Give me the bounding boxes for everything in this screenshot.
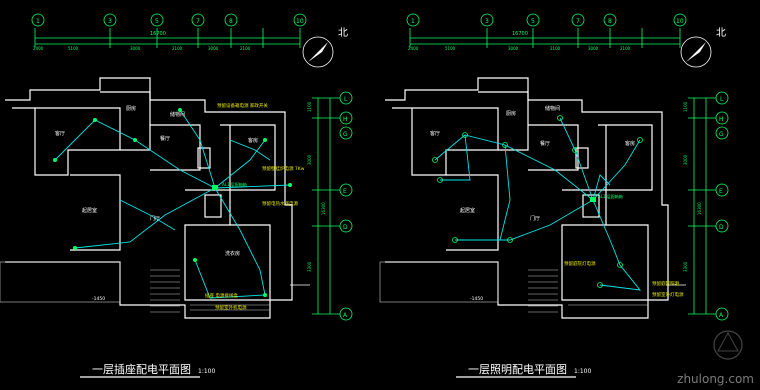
right-axis-10: 10 xyxy=(676,18,684,25)
right-room-family: 起居室 xyxy=(460,207,475,214)
left-side-dim-1: 1100 xyxy=(307,101,312,112)
right-north-arrow xyxy=(680,36,712,68)
left-dim-3: 3000 xyxy=(130,46,141,51)
right-dim-6: 2100 xyxy=(620,46,631,51)
left-axis-1: 1 xyxy=(36,18,40,25)
left-axis-A: A xyxy=(343,312,348,319)
left-note-5: 预留室外机电源 xyxy=(215,304,247,311)
right-axis-E: E xyxy=(719,188,723,195)
left-dim-1: 2400 xyxy=(33,46,44,51)
left-axis-5: 5 xyxy=(155,18,159,25)
left-side-dim-total: 16300 xyxy=(321,202,326,215)
left-dim-4: 2100 xyxy=(172,46,183,51)
right-note-3: 预留庭院照明 xyxy=(652,280,679,287)
left-axis-10: 10 xyxy=(296,18,304,25)
right-room-storage: 储物间 xyxy=(545,105,560,112)
left-room-kitchen: 厨房 xyxy=(126,105,136,112)
right-side-dim-3: 3300 xyxy=(683,261,688,272)
left-dim-6: 2100 xyxy=(240,46,251,51)
left-side-dim-3: 3300 xyxy=(307,261,312,272)
left-room-living: 客厅 xyxy=(55,130,65,137)
right-dim-1: 2400 xyxy=(408,46,419,51)
right-level: -1450 xyxy=(470,296,483,302)
left-axis-G: G xyxy=(343,131,348,138)
left-note-3: 预留电热水器电源 xyxy=(262,200,298,207)
right-room-foyer: 门厅 xyxy=(530,215,540,222)
left-note-2: 预留壁挂炉电源 7Kw xyxy=(262,165,305,172)
left-axis-H: H xyxy=(343,116,348,123)
right-axis-8: 8 xyxy=(608,18,612,25)
right-north-label: 北 xyxy=(716,27,726,39)
right-room-living: 客厅 xyxy=(430,130,440,137)
left-plan: 16700 2400 5100 3000 2100 3000 2100 1 3 … xyxy=(0,13,353,378)
left-north-arrow xyxy=(302,36,334,68)
right-room-kitchen: 厨房 xyxy=(506,110,516,117)
left-room-laundry: 洗衣房 xyxy=(225,250,240,257)
right-axis-L: L xyxy=(720,96,724,103)
right-axis-G: G xyxy=(719,131,724,138)
right-wiring xyxy=(434,117,642,291)
right-axis-H: H xyxy=(719,116,724,123)
right-note-panel: AL1 层配箱箱 xyxy=(598,193,623,199)
right-axis-5: 5 xyxy=(531,18,535,25)
right-axis-D: D xyxy=(719,224,724,231)
right-axis-A: A xyxy=(719,312,724,319)
right-room-dining: 餐厅 xyxy=(540,140,550,147)
left-room-family: 起居室 xyxy=(82,207,97,214)
left-north-label: 北 xyxy=(338,27,348,39)
left-note-1: 预留设备箱电源 家政开关 xyxy=(217,102,268,109)
right-dim-2: 5100 xyxy=(445,46,456,51)
left-plan-scale: 1:100 xyxy=(198,368,215,375)
right-side-dim-2: 3000 xyxy=(683,154,688,165)
left-room-foyer: 门厅 xyxy=(150,215,160,222)
left-note-4: 插座 电源接线盒 xyxy=(205,292,238,299)
right-total-dim: 16700 xyxy=(512,31,528,37)
right-plan-scale: 1:100 xyxy=(574,368,591,375)
left-room-storage: 储物间 xyxy=(170,111,185,118)
left-plan-title: 一层插座配电平面图 xyxy=(92,362,191,376)
left-side-dim-2: 3000 xyxy=(307,154,312,165)
right-axis-7: 7 xyxy=(576,18,580,25)
left-axis-8: 8 xyxy=(229,18,233,25)
left-walls xyxy=(5,77,293,319)
right-axis-1: 1 xyxy=(411,18,415,25)
left-axis-7: 7 xyxy=(196,18,200,25)
right-dim-3: 3000 xyxy=(508,46,519,51)
watermark-logo xyxy=(713,330,743,360)
right-axis-3: 3 xyxy=(485,18,489,25)
left-room-guest: 客房 xyxy=(248,137,258,144)
right-note-2: 预留室外灯电源 xyxy=(652,291,684,298)
left-axis-E: E xyxy=(343,188,347,195)
left-dim-5: 3000 xyxy=(208,46,219,51)
right-walls xyxy=(385,77,669,319)
left-axis-D: D xyxy=(343,224,348,231)
left-total-dim: 16700 xyxy=(150,31,166,37)
left-note-panel: AL1 层配箱箱 xyxy=(222,181,247,187)
left-axis-L: L xyxy=(344,96,348,103)
right-dim-4: 2100 xyxy=(550,46,561,51)
right-dim-5: 3000 xyxy=(588,46,599,51)
right-side-dim-total: 16300 xyxy=(697,202,702,215)
watermark-text: zhulong.com xyxy=(677,372,754,386)
right-note-1: 预留庭院灯电源 xyxy=(564,260,596,267)
left-dim-2: 5100 xyxy=(68,46,79,51)
right-room-guest: 客房 xyxy=(625,140,635,147)
right-plan: 16700 2400 5100 3000 2100 3000 2100 1 3 … xyxy=(379,13,729,378)
left-level: -1450 xyxy=(92,296,105,302)
left-axis-3: 3 xyxy=(108,18,112,25)
left-room-dining: 餐厅 xyxy=(160,135,170,142)
right-side-dim-1: 1100 xyxy=(683,101,688,112)
right-plan-title: 一层照明配电平面图 xyxy=(468,363,567,376)
